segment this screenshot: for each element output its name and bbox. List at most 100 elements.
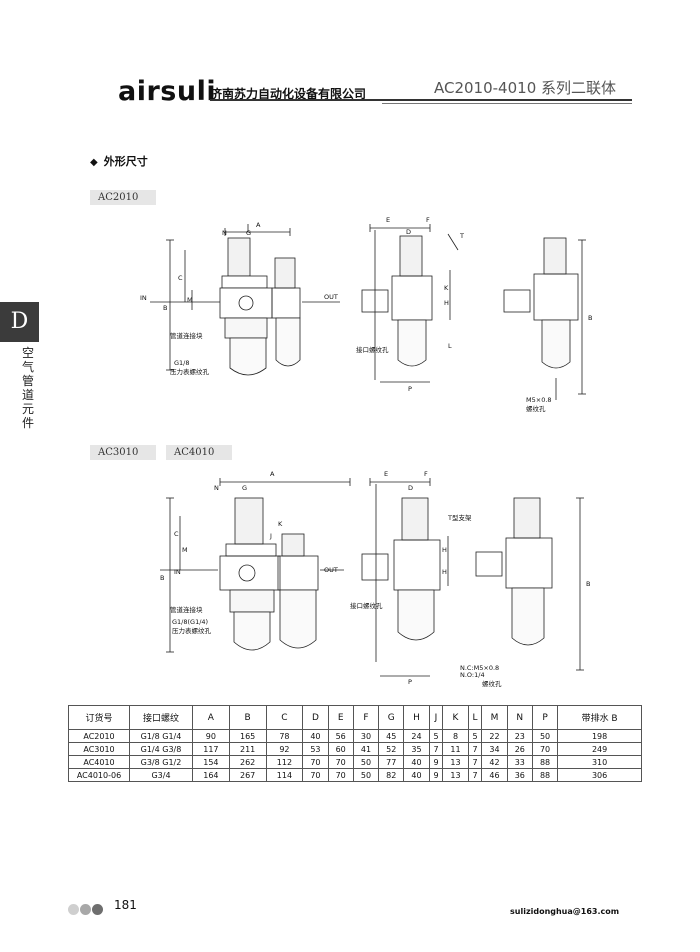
table-cell: 9 bbox=[428, 768, 444, 782]
table-cell: 35 bbox=[403, 742, 430, 756]
svg-text:IN: IN bbox=[174, 568, 181, 576]
series-title: AC2010-4010 系列二联体 bbox=[434, 79, 617, 97]
drain-hole-label: 螺纹孔 bbox=[526, 404, 546, 413]
drain-hole-label-2: 螺纹孔 bbox=[482, 679, 502, 688]
gauge-port-label-2: G1/8(G1/4) bbox=[172, 618, 208, 626]
svg-text:P: P bbox=[408, 385, 412, 393]
table-header-cell: G bbox=[378, 705, 405, 730]
table-header-cell: J bbox=[428, 705, 444, 730]
table-cell: 70 bbox=[327, 755, 354, 769]
table-header-cell: L bbox=[467, 705, 483, 730]
brand-logo: airsuli bbox=[118, 76, 217, 107]
table-cell: 52 bbox=[378, 742, 405, 756]
section-title: ◆外形尺寸 bbox=[90, 153, 148, 169]
table-header-cell: N bbox=[506, 705, 533, 730]
svg-text:C: C bbox=[178, 274, 183, 282]
svg-text:B: B bbox=[588, 314, 592, 322]
table-cell: G1/8 G1/4 bbox=[129, 729, 193, 743]
table-cell: 198 bbox=[557, 729, 642, 743]
table-cell: 50 bbox=[352, 768, 380, 782]
table-cell: 70 bbox=[531, 742, 559, 756]
svg-text:A: A bbox=[256, 221, 261, 229]
table-cell: 154 bbox=[192, 755, 230, 769]
table-cell: 9 bbox=[428, 755, 444, 769]
gauge-hole-label: 压力表螺纹孔 bbox=[170, 367, 210, 376]
table-cell: G3/4 bbox=[129, 768, 193, 782]
table-cell: 34 bbox=[481, 742, 508, 756]
svg-text:F: F bbox=[424, 470, 428, 478]
drain-spec-no: N.O:1/4 bbox=[460, 671, 485, 679]
table-cell: 306 bbox=[557, 768, 642, 782]
table-cell: 165 bbox=[228, 729, 267, 743]
company-name: 济南苏力自动化设备有限公司 bbox=[210, 87, 367, 101]
out-label: OUT bbox=[324, 293, 338, 301]
table-cell: 26 bbox=[506, 742, 533, 756]
table-cell: 249 bbox=[557, 742, 642, 756]
svg-text:M: M bbox=[187, 296, 193, 304]
table-cell: 70 bbox=[302, 755, 329, 769]
table-cell: 267 bbox=[228, 768, 267, 782]
chapter-label: 空气管道元件 bbox=[22, 346, 35, 430]
svg-text:OUT: OUT bbox=[324, 566, 338, 574]
gauge-hole-label-2: 压力表螺纹孔 bbox=[172, 626, 212, 635]
svg-text:B: B bbox=[586, 580, 590, 588]
table-cell: 88 bbox=[531, 755, 559, 769]
table-cell: 5 bbox=[428, 729, 444, 743]
table-cell: 92 bbox=[265, 742, 304, 756]
table-cell: 70 bbox=[302, 768, 329, 782]
table-cell: 5 bbox=[467, 729, 483, 743]
header-rule-thin bbox=[382, 103, 632, 104]
table-cell: G3/8 G1/2 bbox=[129, 755, 193, 769]
table-cell: 164 bbox=[192, 768, 230, 782]
table-cell: 310 bbox=[557, 755, 642, 769]
model-tag-ac2010: AC2010 bbox=[90, 190, 156, 205]
table-cell: AC2010 bbox=[68, 729, 130, 743]
table-cell: 13 bbox=[442, 768, 469, 782]
svg-text:H: H bbox=[444, 299, 449, 307]
table-cell: 50 bbox=[531, 729, 559, 743]
pipe-block-label-2: 管道连接块 bbox=[170, 605, 203, 614]
mount-hole-label-2: 接口螺纹孔 bbox=[350, 601, 383, 610]
table-cell: 82 bbox=[378, 768, 405, 782]
table-header-cell: 订货号 bbox=[68, 705, 130, 730]
mount-hole-label: 接口螺纹孔 bbox=[356, 345, 389, 354]
table-cell: 7 bbox=[428, 742, 444, 756]
table-header-cell: H bbox=[403, 705, 430, 730]
table-cell: 262 bbox=[228, 755, 267, 769]
header-rule bbox=[210, 99, 632, 101]
svg-text:G: G bbox=[246, 229, 251, 237]
svg-text:D: D bbox=[408, 484, 413, 492]
table-header-cell: A bbox=[192, 705, 230, 730]
table-cell: 45 bbox=[378, 729, 405, 743]
table-cell: 23 bbox=[506, 729, 533, 743]
table-header-cell: M bbox=[481, 705, 508, 730]
svg-text:N: N bbox=[214, 484, 219, 492]
page-dots bbox=[68, 900, 104, 919]
table-header-cell: F bbox=[352, 705, 380, 730]
svg-text:T: T bbox=[459, 232, 464, 240]
svg-text:H: H bbox=[442, 568, 447, 576]
svg-text:C: C bbox=[174, 530, 179, 538]
svg-text:L: L bbox=[448, 342, 452, 350]
drain-spec-label: M5×0.8 bbox=[526, 396, 552, 404]
gauge-port-label: G1/8 bbox=[174, 359, 190, 367]
table-cell: 53 bbox=[302, 742, 329, 756]
bracket-label: T型支架 bbox=[447, 513, 472, 522]
table-cell: 60 bbox=[327, 742, 354, 756]
svg-text:A: A bbox=[270, 470, 275, 478]
table-cell: 40 bbox=[302, 729, 329, 743]
page-number: 181 bbox=[114, 898, 137, 912]
svg-text:D: D bbox=[406, 228, 411, 236]
table-header-cell: P bbox=[531, 705, 559, 730]
in-label: IN bbox=[140, 294, 147, 302]
table-cell: 46 bbox=[481, 768, 508, 782]
pipe-block-label: 管道连接块 bbox=[170, 331, 203, 340]
table-cell: 42 bbox=[481, 755, 508, 769]
drain-spec-nc: N.C:M5×0.8 bbox=[460, 664, 499, 672]
